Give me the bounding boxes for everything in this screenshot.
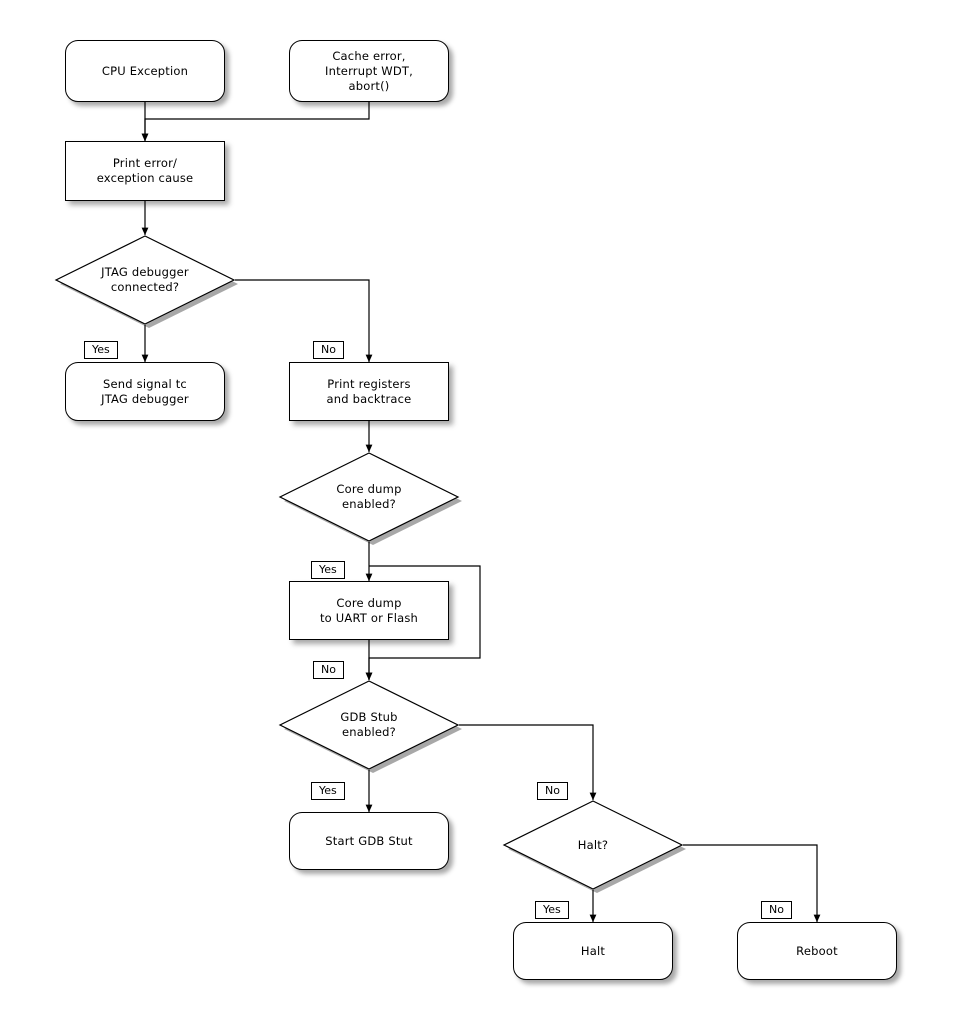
- edge-e-halt-no: [683, 844, 821, 923]
- edge-e-cache-merge: [141, 102, 370, 142]
- edge-label-gdbstub-no: No: [537, 782, 568, 800]
- decision-gdbstub-decision: GDB Stub enabled?: [278, 680, 462, 773]
- decision-jtag-decision: JTAG debugger connected?: [54, 235, 238, 328]
- edge-label-coredump-yes: Yes: [311, 561, 345, 579]
- decision-coredump-decision: Core dump enabled?: [278, 452, 462, 545]
- node-label: Print registers and backtrace: [326, 376, 412, 406]
- edge-label-halt-yes: Yes: [535, 901, 569, 919]
- node-send-signal: Send signal tc JTAG debugger: [65, 362, 225, 421]
- node-label: Reboot: [796, 943, 838, 958]
- node-label: Core dump enabled?: [336, 482, 402, 511]
- edge-e-gdbstub-no: [459, 724, 597, 801]
- node-label: Send signal tc JTAG debugger: [101, 376, 189, 406]
- edge-e-jtag-no: [235, 279, 373, 363]
- node-label: Core dump to UART or Flash: [319, 595, 419, 625]
- node-label: GDB Stub enabled?: [340, 710, 398, 739]
- edge-label-coredump-no: No: [313, 661, 344, 679]
- node-label: Halt: [580, 943, 606, 958]
- edge-label-jtag-no: No: [313, 341, 344, 359]
- node-print-registers: Print registers and backtrace: [289, 362, 449, 421]
- edge-label-gdbstub-yes: Yes: [311, 782, 345, 800]
- node-label: Start GDB Stut: [325, 833, 413, 848]
- node-print-error: Print error/ exception cause: [65, 141, 225, 201]
- node-reboot: Reboot: [737, 922, 897, 980]
- node-label: Print error/ exception cause: [96, 156, 194, 185]
- node-label: JTAG debugger connected?: [101, 265, 189, 294]
- node-core-dump: Core dump to UART or Flash: [289, 581, 449, 640]
- node-label: Halt?: [577, 837, 609, 852]
- node-cache-error: Cache error, Interrupt WDT, abort(): [289, 40, 449, 102]
- edge-label-jtag-yes: Yes: [84, 341, 118, 359]
- node-cpu-exception: CPU Exception: [65, 40, 225, 102]
- node-label: CPU Exception: [101, 63, 189, 78]
- node-label: Cache error, Interrupt WDT, abort(): [325, 48, 413, 93]
- edge-label-halt-no: No: [761, 901, 792, 919]
- node-start-gdbstub: Start GDB Stut: [289, 812, 449, 870]
- node-halt: Halt: [513, 922, 673, 980]
- decision-halt-decision: Halt?: [502, 800, 686, 893]
